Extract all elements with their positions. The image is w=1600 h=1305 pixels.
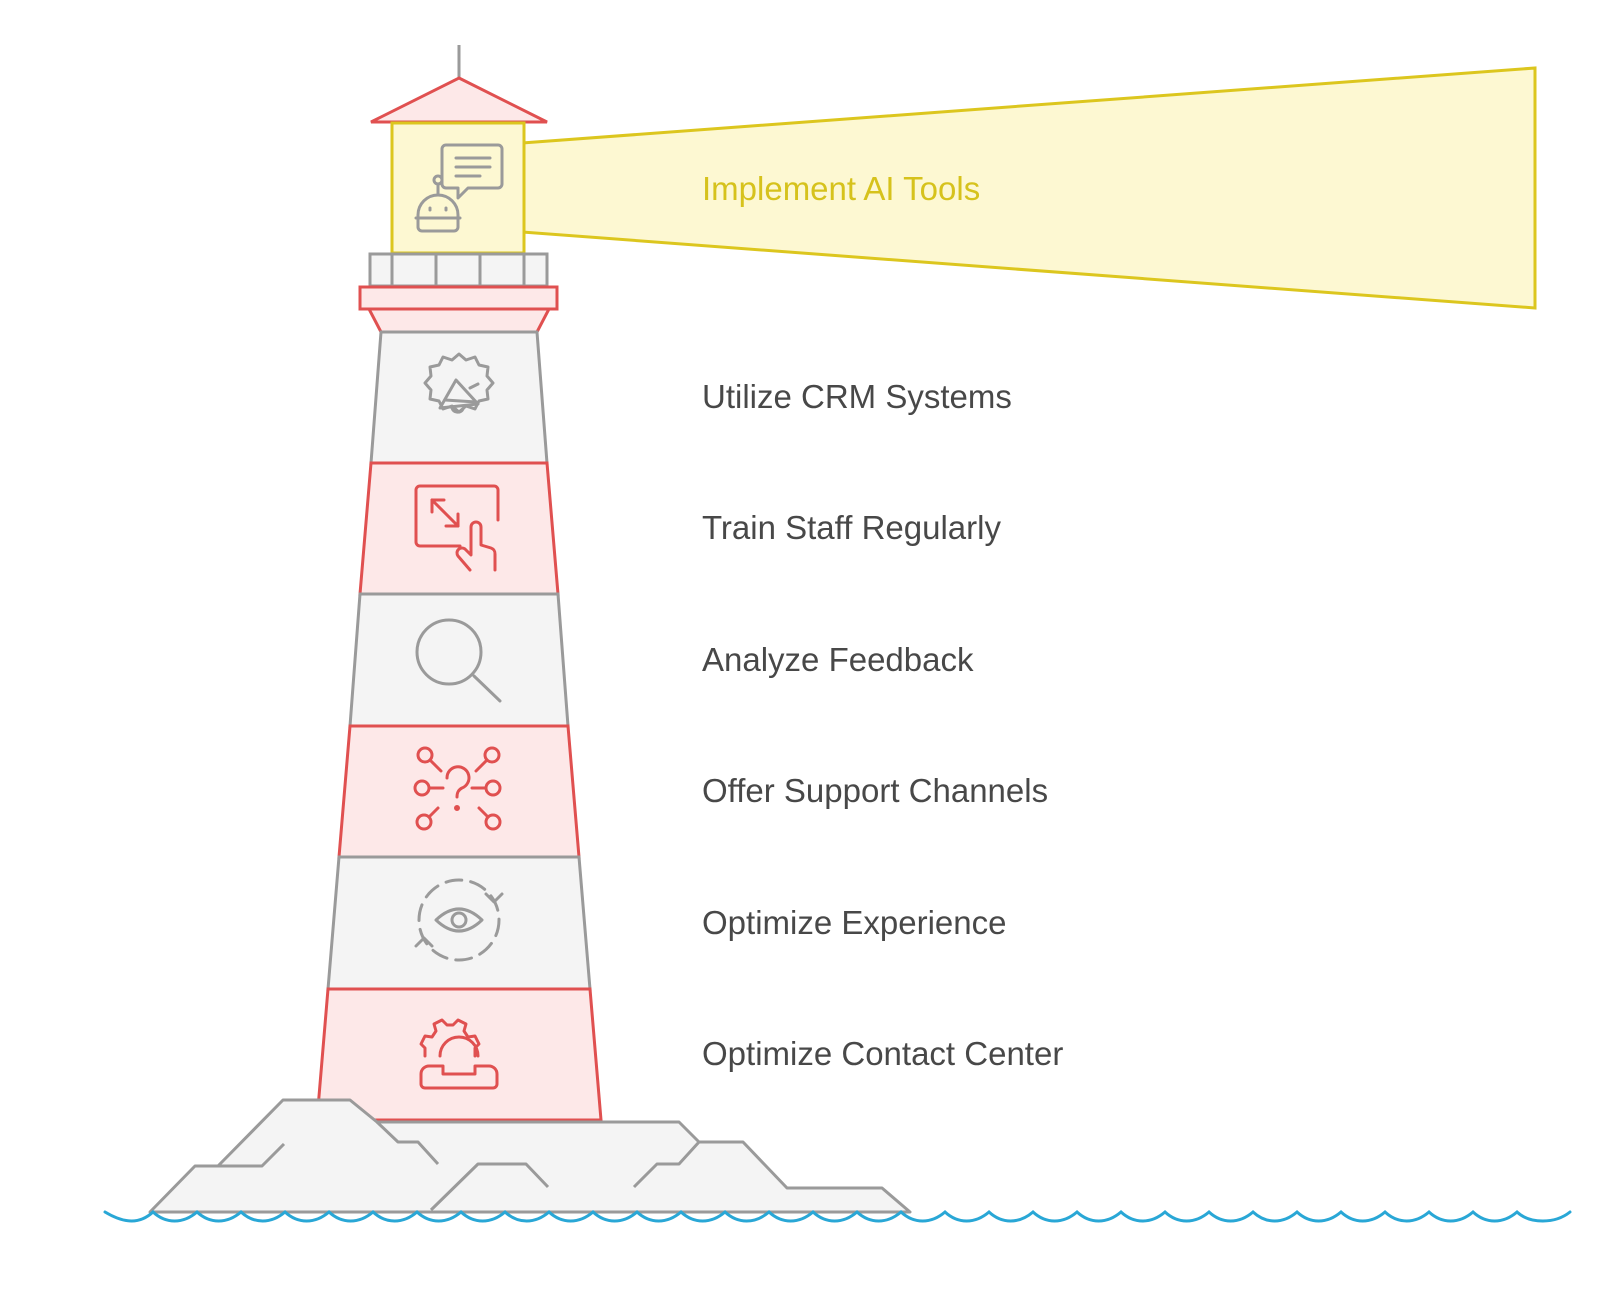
level-label-analyze: Analyze Feedback (702, 641, 974, 678)
railing (368, 252, 549, 288)
chatbot-icon (414, 143, 504, 233)
level-label-contact: Optimize Contact Center (702, 1035, 1064, 1072)
level-label-train: Train Staff Regularly (702, 509, 1001, 546)
level-label-experience: Optimize Experience (702, 904, 1007, 941)
light-beam (520, 66, 1537, 310)
gear-phone-icon (419, 1018, 499, 1090)
tower-band-experience (326, 855, 592, 991)
water-line (103, 1209, 1572, 1223)
tower-band-crm (369, 330, 549, 465)
touch-screen-expand-icon (414, 484, 500, 572)
gallery-base (366, 307, 552, 334)
eye-cycle-icon (414, 878, 504, 962)
level-label-crm: Utilize CRM Systems (702, 378, 1012, 415)
level-label-channels: Offer Support Channels (702, 772, 1049, 809)
tower-band-analyze (348, 592, 570, 728)
gear-megaphone-icon (423, 352, 495, 414)
gallery-deck (358, 285, 559, 311)
tower-band-train (358, 461, 560, 596)
magnifier-icon (415, 618, 502, 703)
rocks (148, 1098, 912, 1214)
lighthouse-roof (370, 76, 548, 124)
question-network-icon (413, 746, 502, 831)
level-label-ai: Implement AI Tools (702, 170, 981, 207)
tower-band-contact (315, 987, 603, 1122)
